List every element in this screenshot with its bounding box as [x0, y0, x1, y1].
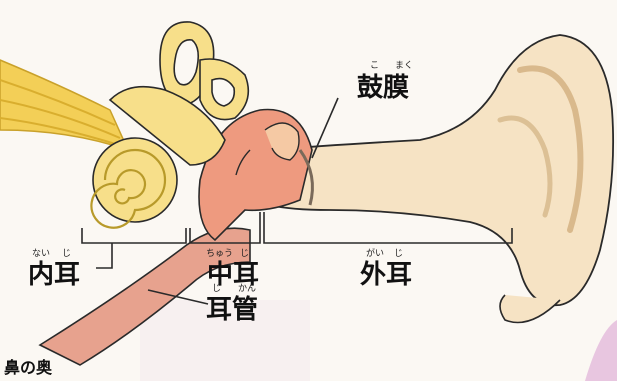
middle-ear-ruby-1: ちゅう	[206, 248, 233, 259]
ear-tube-ruby-1: じ	[212, 283, 221, 294]
inner-ear-label: 内耳	[28, 260, 80, 290]
inner-ear-ruby-2: じ	[62, 248, 71, 259]
outer-ear-label: 外耳	[360, 260, 412, 290]
outer-ear-ruby-2: じ	[394, 248, 403, 259]
middle-ear-ruby-2: じ	[240, 248, 249, 259]
inner-ear-ruby-1: ない	[32, 248, 50, 259]
outer-ear-ruby-1: がい	[366, 247, 384, 259]
eardrum-ruby-1: こ	[370, 61, 379, 71]
ear-tube-label: 耳管	[206, 295, 258, 325]
eardrum-label: 鼓膜	[357, 73, 409, 103]
eardrum-ruby-2: まく	[395, 60, 413, 71]
ear-tube-ruby-2: かん	[238, 283, 256, 294]
nasal-back-label: 鼻の奥	[4, 358, 53, 377]
